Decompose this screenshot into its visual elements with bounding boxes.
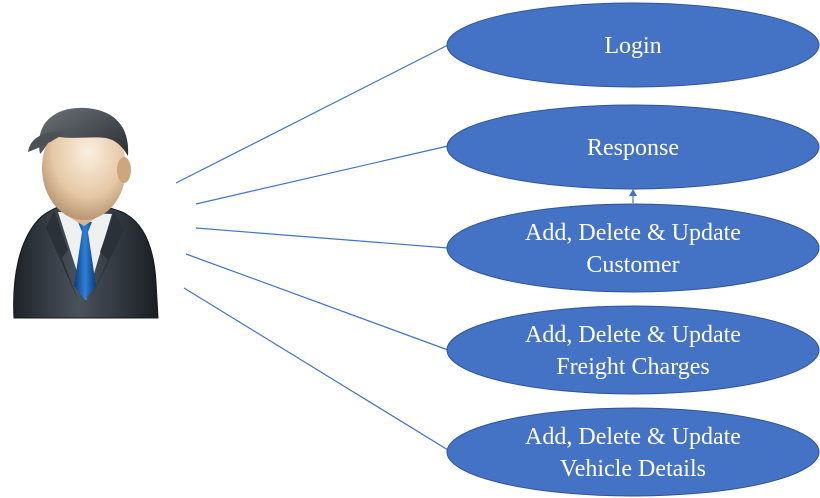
use-case-label: Response xyxy=(587,135,679,161)
use-case-label: Login xyxy=(604,33,661,59)
use-case-label: Add, Delete & Update xyxy=(525,424,741,450)
association-line-freight-charges xyxy=(185,253,449,351)
association-lines xyxy=(175,43,451,451)
use-case-label: Freight Charges xyxy=(556,354,710,380)
use-case-label: Vehicle Details xyxy=(560,456,706,482)
association-line-customer xyxy=(195,227,449,249)
business-man-icon xyxy=(13,107,159,319)
association-line-response xyxy=(195,145,449,205)
use-case-ellipse[interactable] xyxy=(446,203,820,293)
association-line-vehicle-details xyxy=(183,287,449,451)
use-case-label: Customer xyxy=(586,252,679,278)
use-case-ellipse[interactable] xyxy=(446,2,820,88)
include-arrow xyxy=(629,189,637,203)
use-case-label: Add, Delete & Update xyxy=(525,322,741,348)
use-case-ellipse[interactable] xyxy=(446,104,820,190)
use-case-ellipse[interactable] xyxy=(446,305,820,395)
use-case-response[interactable]: Response xyxy=(446,104,820,190)
use-case-ellipse[interactable] xyxy=(446,407,820,497)
use-case-login[interactable]: Login xyxy=(446,2,820,88)
association-line-login xyxy=(175,43,451,184)
use-case-label: Add, Delete & Update xyxy=(525,220,741,246)
